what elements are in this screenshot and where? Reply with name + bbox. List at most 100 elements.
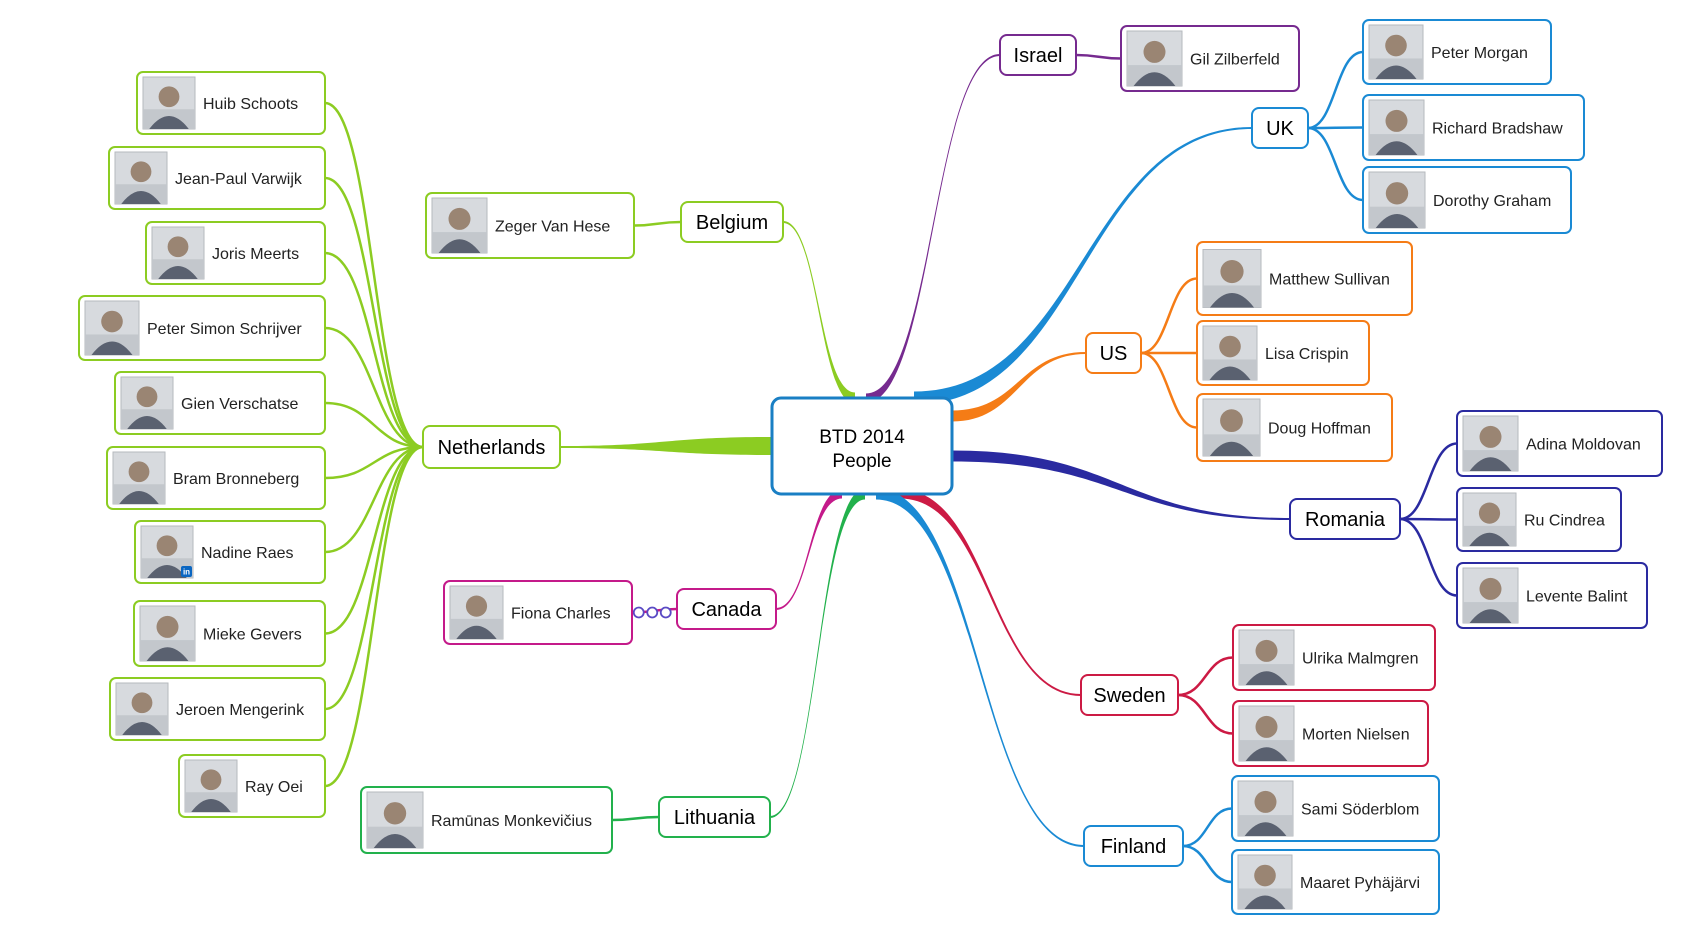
country-node-canada[interactable]: Canada [676, 588, 777, 630]
country-node-sweden[interactable]: Sweden [1080, 674, 1179, 716]
country-node-uk[interactable]: UK [1251, 107, 1309, 149]
person-name: Huib Schoots [203, 96, 298, 113]
country-label: Lithuania [674, 807, 756, 829]
person-node[interactable]: Morten Nielsen [1232, 700, 1429, 767]
person-name: Levente Balint [1526, 589, 1628, 606]
leaf-connector [324, 445, 424, 480]
person-node[interactable]: Levente Balint [1456, 562, 1648, 629]
leaf-connector [324, 401, 424, 449]
leaf-connector [611, 815, 660, 822]
country-node-israel[interactable]: Israel [999, 34, 1077, 76]
person-node[interactable]: Fiona Charles [443, 580, 633, 645]
leaf-connector [1182, 844, 1233, 884]
person-node[interactable]: Sami Söderblom [1231, 775, 1440, 842]
leaf-connector [1399, 517, 1458, 597]
country-node-netherlands[interactable]: Netherlands [422, 425, 561, 469]
country-node-lithuania[interactable]: Lithuania [658, 796, 771, 838]
person-node[interactable]: Mieke Gevers [133, 600, 326, 667]
person-photo-icon [1368, 171, 1426, 229]
country-label: US [1100, 343, 1128, 365]
country-label: UK [1266, 118, 1294, 140]
country-node-finland[interactable]: Finland [1083, 825, 1184, 867]
leaf-connector [1075, 53, 1122, 60]
linkedin-badge-icon: in [181, 566, 192, 577]
country-label: Netherlands [438, 437, 546, 459]
leaf-connector [1399, 442, 1458, 521]
leaf-connector [1177, 656, 1234, 697]
person-name: Zeger Van Hese [495, 219, 610, 236]
person-node[interactable]: Huib Schoots [136, 71, 326, 135]
person-node[interactable]: Jeroen Mengerink [109, 677, 326, 741]
person-photo-icon [1202, 325, 1258, 381]
person-node[interactable]: Ramūnas Monkevičius [360, 786, 613, 854]
person-photo-icon [1238, 629, 1295, 686]
person-name: Nadine Raes [201, 545, 294, 562]
person-photo-icon [449, 585, 504, 640]
person-node[interactable]: Peter Morgan [1362, 19, 1552, 85]
leaf-connector [324, 251, 424, 449]
person-name: Bram Bronneberg [173, 471, 299, 488]
person-name: Ramūnas Monkevičius [431, 813, 592, 830]
central-topic[interactable]: BTD 2014 People [770, 396, 954, 496]
country-node-us[interactable]: US [1085, 332, 1142, 374]
person-node[interactable]: Dorothy Graham [1362, 166, 1572, 234]
person-photo-icon [366, 791, 424, 849]
person-node[interactable]: Lisa Crispin [1196, 320, 1370, 386]
leaf-connector [1399, 517, 1458, 521]
svg-text:in: in [183, 568, 190, 577]
person-node[interactable]: Ulrika Malmgren [1232, 624, 1436, 691]
country-label: Sweden [1093, 685, 1165, 707]
country-label: Canada [691, 599, 762, 621]
leaf-connector [1140, 277, 1198, 355]
leaf-connector [324, 445, 424, 711]
person-node[interactable]: Ray Oei [178, 754, 326, 818]
person-photo-icon [1202, 249, 1262, 308]
person-node[interactable]: Zeger Van Hese [425, 192, 635, 259]
person-photo-icon [1238, 705, 1295, 762]
branch-belgium [783, 221, 855, 404]
person-node[interactable]: Gien Verschatse [114, 371, 326, 435]
person-name: Ulrika Malmgren [1302, 651, 1418, 668]
person-name: Gien Verschatse [181, 396, 299, 413]
branch-romania [952, 450, 1290, 520]
leaf-connector [1307, 126, 1364, 130]
person-name: Lisa Crispin [1265, 346, 1349, 363]
person-node[interactable]: Ru Cindrea [1456, 487, 1622, 552]
person-node[interactable]: Matthew Sullivan [1196, 241, 1413, 316]
person-node[interactable]: Gil Zilberfeld [1120, 25, 1300, 92]
person-photo-icon [142, 76, 196, 130]
leaf-connector [324, 326, 424, 449]
country-label: Finland [1101, 836, 1167, 858]
person-photo-icon [114, 151, 168, 205]
person-name: Joris Meerts [212, 246, 299, 263]
person-node[interactable]: Peter Simon Schrijver [78, 295, 326, 361]
person-name: Ru Cindrea [1524, 513, 1605, 530]
person-photo-icon [120, 376, 174, 430]
person-photo-icon [1237, 780, 1294, 837]
person-node[interactable]: in Nadine Raes [134, 520, 326, 584]
person-name: Maaret Pyhäjärvi [1300, 875, 1420, 892]
person-name: Matthew Sullivan [1269, 272, 1390, 289]
person-node[interactable]: Bram Bronneberg [106, 446, 326, 510]
person-node[interactable]: Richard Bradshaw [1362, 94, 1585, 161]
person-photo-icon [1237, 854, 1293, 910]
person-name: Peter Morgan [1431, 45, 1528, 62]
person-name: Peter Simon Schrijver [147, 321, 302, 338]
country-node-romania[interactable]: Romania [1289, 498, 1401, 540]
country-node-belgium[interactable]: Belgium [680, 201, 784, 243]
person-node[interactable]: Joris Meerts [145, 221, 326, 285]
branch-us [952, 352, 1086, 422]
leaf-connector [1177, 693, 1234, 735]
person-photo-icon [1368, 24, 1424, 80]
person-name: Sami Söderblom [1301, 802, 1419, 819]
link-dot [632, 606, 645, 619]
person-photo-icon [1462, 567, 1519, 624]
person-name: Mieke Gevers [203, 627, 302, 644]
person-node[interactable]: Maaret Pyhäjärvi [1231, 849, 1440, 915]
person-name: Gil Zilberfeld [1190, 52, 1280, 69]
person-node[interactable]: Jean-Paul Varwijk [108, 146, 326, 210]
person-node[interactable]: Adina Moldovan [1456, 410, 1663, 477]
person-node[interactable]: Doug Hoffman [1196, 393, 1393, 462]
central-topic-line1: BTD 2014 [819, 427, 905, 448]
country-label: Israel [1014, 45, 1063, 67]
